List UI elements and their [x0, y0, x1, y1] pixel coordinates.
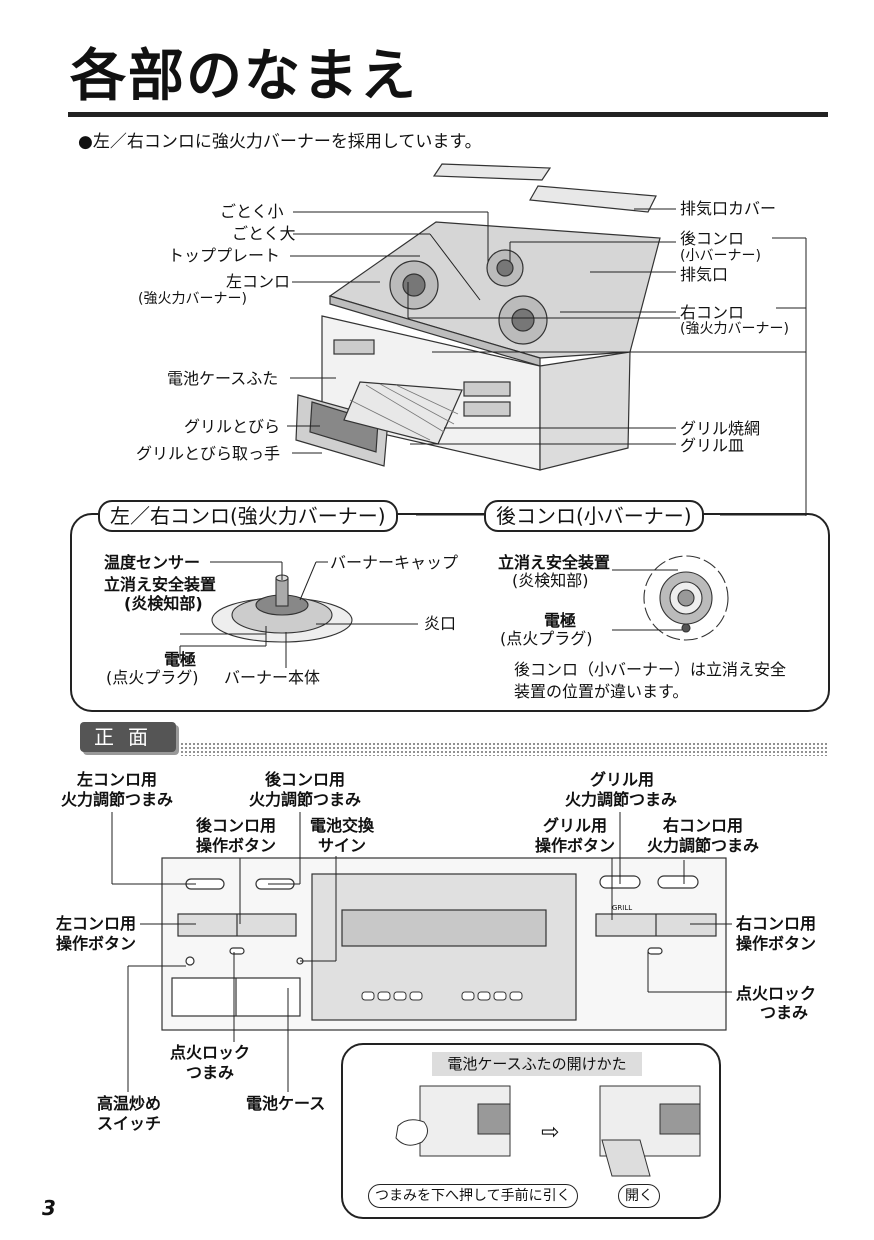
label-rear-knob-1: 後コンロ用 — [264, 770, 345, 789]
label-top-plate: トッププレート — [168, 246, 281, 265]
label-right-burner-sub: (強火力バーナー) — [680, 321, 789, 337]
label-battery-cover: 電池ケースふた — [167, 369, 279, 388]
label-battery-sign-2: サイン — [317, 836, 366, 855]
label-rear-electrode: 電極 — [543, 611, 576, 630]
label-electrode: 電極 — [163, 650, 196, 669]
label-grill-button-1: グリル用 — [542, 816, 607, 835]
label-rear-button-1: 後コンロ用 — [195, 816, 276, 835]
label-gotoku-small: ごとく小 — [220, 202, 284, 221]
label-left-burner: 左コンロ — [225, 272, 290, 291]
label-burner-body: バーナー本体 — [224, 668, 321, 687]
label-rear-burner-sub: (小バーナー) — [680, 248, 761, 264]
label-grill-grate: グリル焼網 — [680, 419, 761, 438]
label-left-burner-sub: (強火力バーナー) — [138, 291, 247, 307]
label-high-temp-2: スイッチ — [96, 1114, 161, 1133]
label-grill-button-2: 操作ボタン — [534, 836, 615, 855]
label-right-button-1: 右コンロ用 — [736, 914, 817, 933]
label-grill-door-handle: グリルとびら取っ手 — [136, 444, 281, 463]
page-number: 3 — [42, 1196, 56, 1220]
label-left-knob-1: 左コンロ用 — [76, 770, 157, 789]
panel-grill-mark: GRILL — [612, 904, 633, 912]
title-rule — [68, 112, 828, 117]
label-left-button-2: 操作ボタン — [56, 934, 137, 953]
rear-note-line1: 後コンロ（小バーナー）は立消え安全 — [514, 660, 787, 679]
label-left-button-1: 左コンロ用 — [56, 914, 137, 933]
label-electrode-sub: (点火プラグ) — [106, 668, 199, 687]
label-grill-pan: グリル皿 — [680, 436, 745, 455]
label-rear-button-2: 操作ボタン — [195, 836, 276, 855]
section-dotted-rule — [180, 742, 828, 756]
label-right-burner: 右コンロ — [680, 303, 745, 322]
front-panel-illustration — [161, 857, 727, 1031]
page-title: 各部のなまえ — [70, 44, 418, 109]
label-burner-cap: バーナーキャップ — [330, 553, 459, 572]
label-gotoku-large: ごとく大 — [232, 224, 296, 243]
label-left-knob-2: 火力調節つまみ — [60, 790, 173, 809]
label-flame-port: 炎口 — [424, 614, 457, 633]
label-battery-case: 電池ケース — [246, 1094, 326, 1113]
label-exhaust-port: 排気口 — [680, 265, 729, 284]
section-front-label: 正面 — [80, 722, 176, 752]
burner-detail-box — [70, 513, 830, 712]
howto-illustration — [395, 1085, 701, 1177]
label-grill-knob-1: グリル用 — [589, 770, 654, 789]
label-grill-door: グリルとびら — [184, 417, 281, 436]
label-ignition-lock-left-2: つまみ — [185, 1063, 234, 1082]
label-rear-burner: 後コンロ — [680, 229, 745, 248]
label-grill-knob-2: 火力調節つまみ — [564, 790, 677, 809]
bullet-note: ●左／右コンロに強火力バーナーを採用しています。 — [78, 132, 482, 152]
label-safety-device: 立消え安全装置 — [104, 575, 217, 594]
label-ignition-lock-right-2: つまみ — [760, 1003, 809, 1022]
label-exhaust-cover: 排気口カバー — [680, 199, 777, 218]
label-right-knob-1: 右コンロ用 — [662, 816, 743, 835]
leader-lines-top — [287, 208, 807, 516]
leader-lines-detail — [179, 561, 682, 668]
howto-arrow: ⇨ — [541, 1120, 560, 1145]
burner-detail-illustration — [211, 555, 729, 643]
howto-step2: 開く — [618, 1184, 660, 1208]
label-right-button-2: 操作ボタン — [736, 934, 817, 953]
label-temp-sensor: 温度センサー — [104, 553, 201, 572]
howto-title: 電池ケースふたの開けかた — [432, 1052, 642, 1076]
label-rear-safety-device-sub: (炎検知部) — [512, 571, 589, 590]
tag-rear-burner: 後コンロ(小バーナー) — [484, 500, 704, 532]
leader-lines-front — [111, 812, 732, 1092]
label-right-knob-2: 火力調節つまみ — [646, 836, 759, 855]
stove-top-illustration — [295, 163, 661, 471]
label-battery-sign-1: 電池交換 — [309, 816, 374, 835]
label-safety-device-sub: (炎検知部) — [124, 594, 203, 613]
label-high-temp-1: 高温炒め — [96, 1094, 161, 1113]
label-rear-electrode-sub: (点火プラグ) — [500, 629, 593, 648]
label-rear-knob-2: 火力調節つまみ — [248, 790, 361, 809]
label-rear-safety-device: 立消え安全装置 — [498, 553, 611, 572]
howto-step1: つまみを下へ押して手前に引く — [368, 1184, 578, 1208]
tag-left-right-burner: 左／右コンロ(強火力バーナー) — [98, 500, 398, 532]
label-ignition-lock-right-1: 点火ロック — [736, 984, 817, 1003]
label-ignition-lock-left-1: 点火ロック — [169, 1043, 250, 1062]
rear-note-line2: 装置の位置が違います。 — [514, 682, 689, 701]
